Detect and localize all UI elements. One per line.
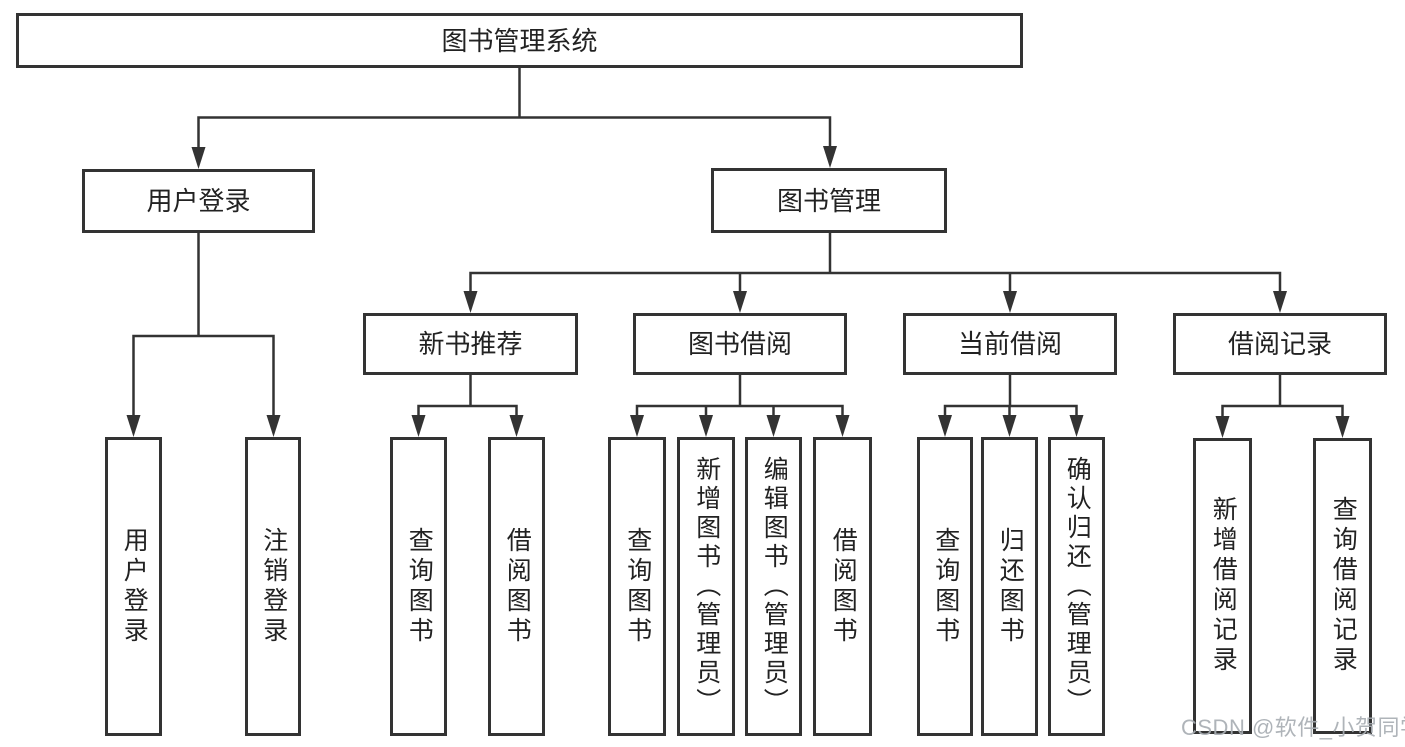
node-borrowing-records: 借阅记录 [1173,313,1387,375]
leaf-borrow-books-recommend: 借阅图书 [488,437,545,736]
leaf-user-login: 用户登录 [105,437,162,736]
node-root-library-system: 图书管理系统 [16,13,1023,68]
node-user-login: 用户登录 [82,169,315,233]
leaf-return-books: 归还图书 [981,437,1038,736]
leaf-query-books-current: 查询图书 [917,437,973,736]
leaf-query-borrow-record: 查询借阅记录 [1313,438,1372,734]
node-book-borrowing: 图书借阅 [633,313,847,375]
leaf-confirm-return-admin: 确认归还（管理员） [1048,437,1105,736]
node-book-management: 图书管理 [711,168,947,233]
leaf-query-books-recommend: 查询图书 [390,437,447,736]
node-new-book-recommend: 新书推荐 [363,313,578,375]
node-current-borrowing: 当前借阅 [903,313,1117,375]
leaf-add-book-admin: 新增图书（管理员） [677,437,735,736]
leaf-query-books-borrowing: 查询图书 [608,437,666,736]
leaf-edit-book-admin: 编辑图书（管理员） [745,437,802,736]
leaf-add-borrow-record: 新增借阅记录 [1193,438,1252,734]
csdn-watermark: CSDN @软件_小贺同学 [1181,715,1405,740]
leaf-logout: 注销登录 [245,437,301,736]
leaf-borrow-books-borrowing: 借阅图书 [813,437,872,736]
